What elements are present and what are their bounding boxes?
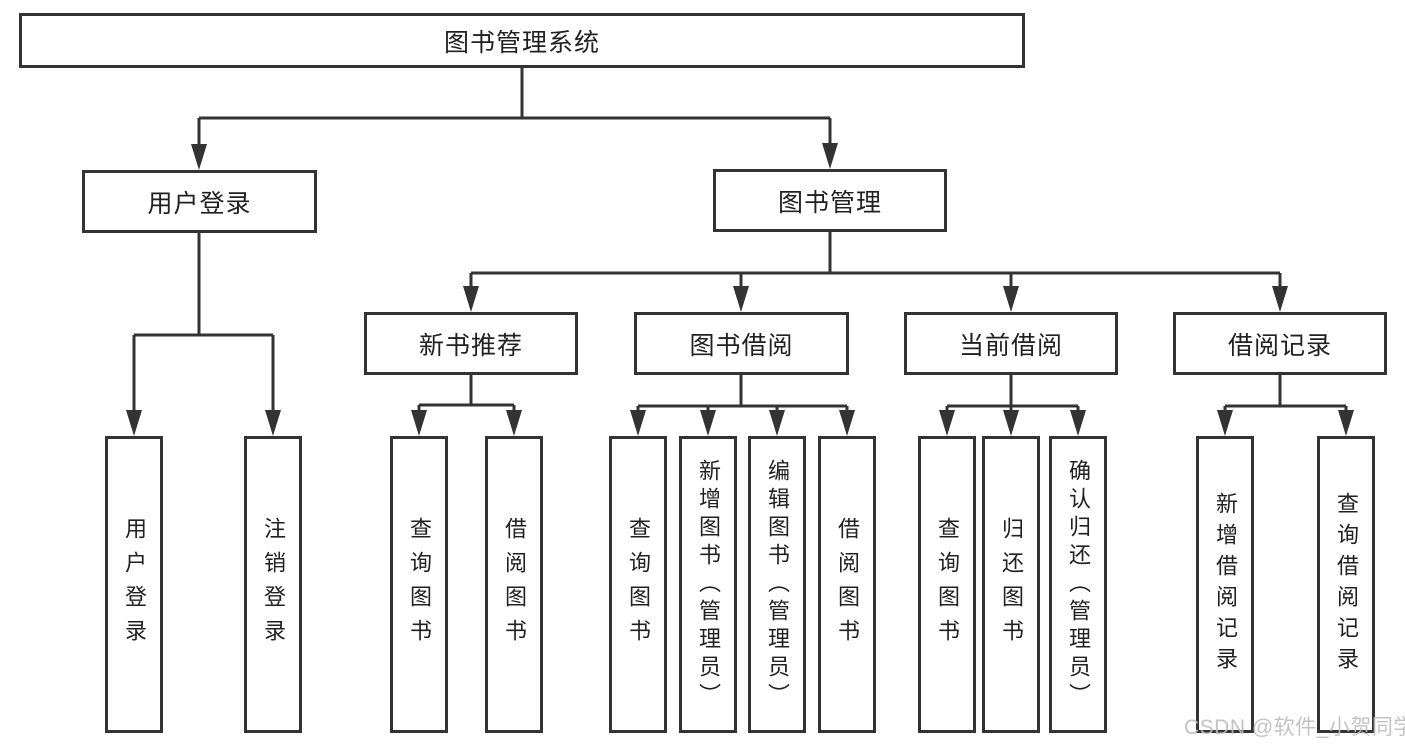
node-root-label: 图书管理系统	[443, 28, 600, 57]
leaf-borrow-edit-book-admin: 编辑图书（管理员）	[748, 436, 806, 733]
node-current-borrow-label: 当前借阅	[958, 331, 1063, 360]
node-current-borrow: 当前借阅	[904, 312, 1118, 375]
node-new-book-recommend-label: 新书推荐	[418, 331, 523, 360]
leaf-borrow-borrow-book: 借阅图书	[818, 436, 876, 733]
leaf-user-login-label: 用户登录	[122, 516, 147, 653]
leaf-borrow-add-book-admin: 新增图书（管理员）	[679, 436, 737, 733]
node-borrow-records: 借阅记录	[1173, 312, 1387, 375]
leaf-recommend-query-book-label: 查询图书	[407, 516, 432, 653]
leaf-user-login: 用户登录	[105, 436, 163, 733]
watermark-text: CSDN @软件_小贺同学	[1184, 716, 1405, 739]
leaf-current-confirm-return-admin-label: 确认归还（管理员）	[1066, 458, 1091, 711]
connector-segments	[132, 68, 1348, 416]
node-book-borrow: 图书借阅	[634, 312, 849, 375]
leaf-borrow-edit-book-admin-label: 编辑图书（管理员）	[765, 458, 790, 711]
leaf-current-confirm-return-admin: 确认归还（管理员）	[1049, 436, 1107, 733]
leaf-logout-label: 注销登录	[261, 516, 286, 653]
leaf-logout: 注销登录	[244, 436, 302, 733]
node-book-borrow-label: 图书借阅	[689, 331, 794, 360]
leaf-records-query-record-label: 查询借阅记录	[1334, 491, 1359, 678]
leaf-records-add-record: 新增借阅记录	[1196, 436, 1254, 733]
node-book-management-label: 图书管理	[777, 188, 882, 217]
node-borrow-records-label: 借阅记录	[1227, 331, 1332, 360]
node-user-login: 用户登录	[82, 170, 317, 233]
leaf-current-query-book-label: 查询图书	[935, 516, 960, 653]
node-new-book-recommend: 新书推荐	[364, 312, 578, 375]
leaf-current-query-book: 查询图书	[918, 436, 976, 733]
leaf-borrow-add-book-admin-label: 新增图书（管理员）	[696, 458, 721, 711]
leaf-current-return-book: 归还图书	[982, 436, 1040, 733]
leaf-recommend-borrow-book-label: 借阅图书	[502, 516, 527, 653]
leaf-borrow-query-book-label: 查询图书	[626, 516, 651, 653]
leaf-borrow-borrow-book-label: 借阅图书	[835, 516, 860, 653]
node-root: 图书管理系统	[19, 13, 1025, 68]
leaf-current-return-book-label: 归还图书	[999, 516, 1024, 653]
leaf-recommend-query-book: 查询图书	[390, 436, 448, 733]
leaf-records-query-record: 查询借阅记录	[1317, 436, 1375, 733]
node-user-login-label: 用户登录	[147, 189, 252, 218]
leaf-recommend-borrow-book: 借阅图书	[485, 436, 543, 733]
node-book-management: 图书管理	[713, 169, 947, 232]
leaf-records-add-record-label: 新增借阅记录	[1213, 491, 1238, 678]
arrowhead-icons	[126, 143, 1354, 436]
leaf-borrow-query-book: 查询图书	[609, 436, 667, 733]
